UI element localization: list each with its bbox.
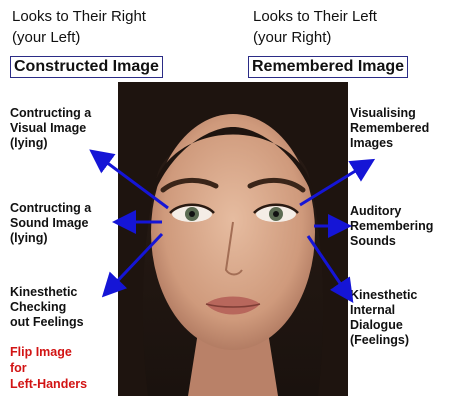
flip-image-note: Flip Image for Left-Handers xyxy=(10,344,87,392)
constructed-image-box: Constructed Image xyxy=(10,56,163,78)
heading-right-line1: Looks to Their Left xyxy=(253,8,377,26)
label-constructing-visual: Contructing a Visual Image (lying) xyxy=(10,106,91,151)
face-photo xyxy=(118,82,348,396)
label-kinesthetic-internal: Kinesthetic Internal Dialogue (Feelings) xyxy=(350,288,417,348)
heading-right-line2: (your Right) xyxy=(253,29,331,47)
heading-left-line1: Looks to Their Right xyxy=(12,8,146,26)
label-auditory-remembering: Auditory Remembering Sounds xyxy=(350,204,433,249)
heading-left-line2: (your Left) xyxy=(12,29,80,47)
remembered-image-box: Remembered Image xyxy=(248,56,408,78)
label-visualising-remembered: Visualising Remembered Images xyxy=(350,106,429,151)
label-kinesthetic-checking: Kinesthetic Checking out Feelings xyxy=(10,285,84,330)
label-constructing-sound: Contructing a Sound Image (lying) xyxy=(10,201,91,246)
